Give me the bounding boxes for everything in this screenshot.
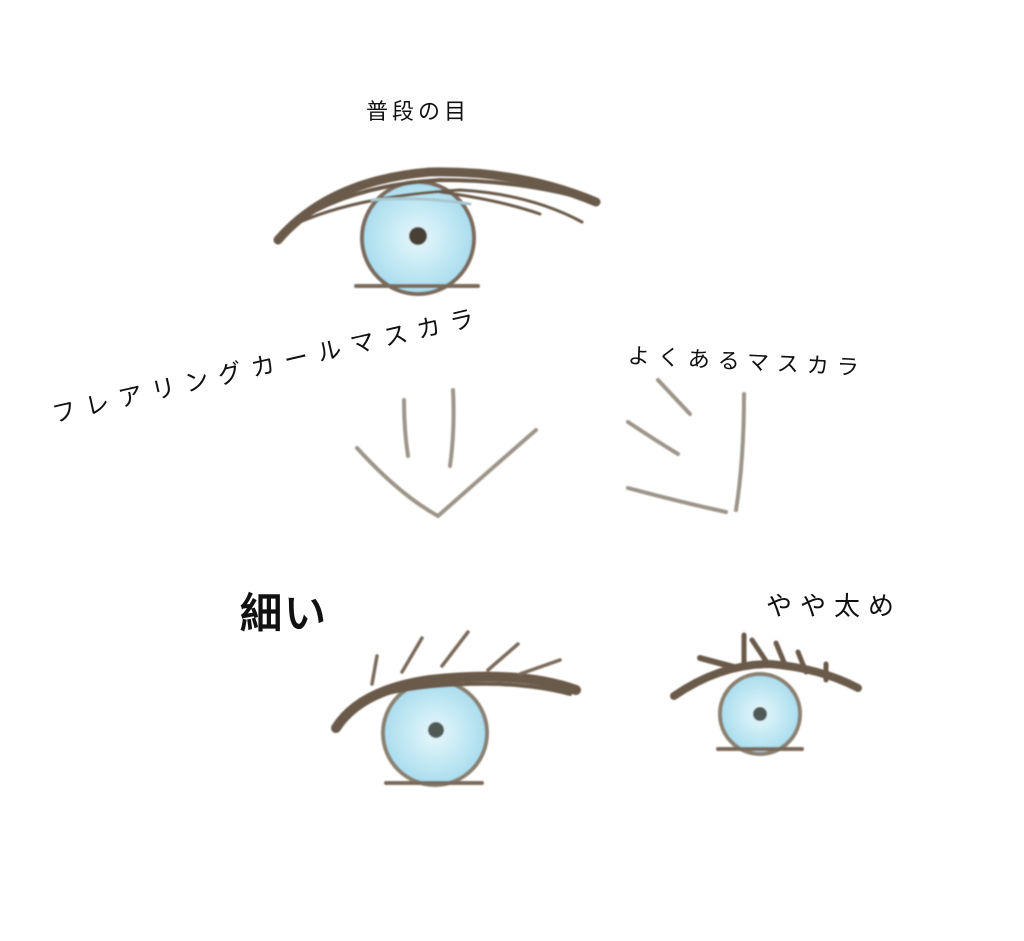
flaring-curl-diagram <box>355 388 538 519</box>
thick-lash-eye-drawing <box>670 632 862 756</box>
normal-eye-label: 普段の目 <box>366 100 471 125</box>
thin-lash-eye-drawing <box>331 630 581 787</box>
slightly-thick-result-label: やや太め <box>766 592 903 622</box>
thin-result-label: 細い <box>240 589 329 638</box>
common-mascara-diagram <box>626 378 746 514</box>
normal-eye-drawing <box>273 167 601 296</box>
